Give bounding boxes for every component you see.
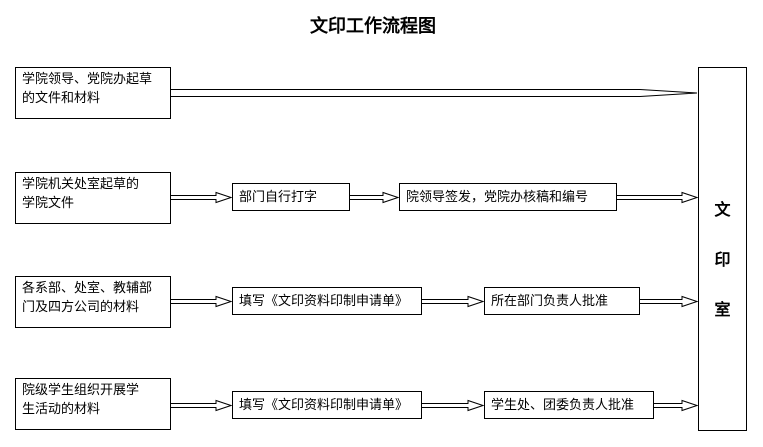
source-box-admin-offices: 学院机关处室起草的 学院文件	[15, 172, 171, 224]
diagram-title: 文印工作流程图	[310, 16, 436, 37]
arrow-signoff-to-office	[617, 191, 699, 204]
arrow-departments-to-form	[171, 295, 233, 308]
arrow-admin-to-typing	[171, 191, 233, 204]
arrow-dept-approval-to-office	[640, 295, 699, 308]
step-box-fill-request-form-student: 填写《文印资料印制申请单》	[232, 391, 422, 419]
step-box-self-typing: 部门自行打字	[232, 183, 350, 211]
step-box-dept-head-approval: 所在部门负责人批准	[484, 287, 640, 315]
print-office-char-3: 室	[714, 300, 731, 319]
arrow-form-to-dept-approval	[422, 295, 485, 308]
arrow-typing-to-signoff	[350, 191, 400, 204]
source-box-leadership: 学院领导、党院办起草 的文件和材料	[15, 67, 171, 119]
print-office-char-1: 文	[714, 200, 731, 219]
source-box-departments: 各系部、处室、教辅部 门及四方公司的材料	[15, 276, 171, 328]
step-box-student-affairs-approval: 学生处、团委负责人批准	[484, 391, 654, 419]
print-office-char-2: 印	[714, 250, 731, 269]
arrow-form-to-student-approval	[422, 399, 485, 412]
source-box-student-orgs: 院级学生组织开展学 生活动的材料	[15, 378, 171, 430]
print-office-box: 文 印 室	[698, 67, 747, 431]
arrow-leadership-to-office	[171, 89, 698, 97]
step-box-fill-request-form: 填写《文印资料印制申请单》	[232, 287, 422, 315]
step-box-leader-sign-off: 院领导签发，党院办核稿和编号	[399, 183, 617, 211]
arrow-student-orgs-to-form	[171, 399, 233, 412]
arrow-student-approval-to-office	[654, 399, 699, 412]
